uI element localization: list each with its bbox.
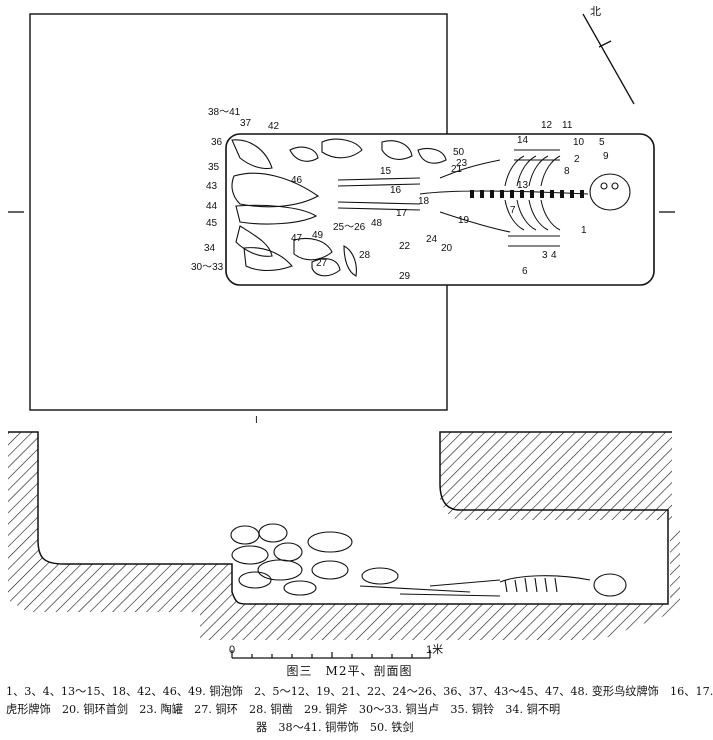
find-label: 13 bbox=[517, 180, 529, 191]
legend-line-1: 1、3、4、13～15、18、42、46、49. 铜泡饰 2、5～12、19、2… bbox=[6, 685, 713, 698]
north-label: 北 bbox=[590, 5, 601, 18]
find-label: 12 bbox=[541, 120, 553, 131]
find-label: 6 bbox=[522, 266, 528, 277]
section-marker: I bbox=[255, 415, 258, 426]
find-label: 28 bbox=[359, 250, 371, 261]
find-label: 24 bbox=[426, 234, 438, 245]
legend-line-3: 器 38～41. 铜带饰 50. 铁剑 bbox=[256, 721, 414, 734]
find-label: 19 bbox=[458, 215, 470, 226]
skeleton-vertebrae bbox=[470, 190, 584, 198]
find-label: 17 bbox=[396, 208, 408, 219]
find-label: 47 bbox=[291, 233, 303, 244]
find-label: 5 bbox=[599, 137, 605, 148]
find-label: 37 bbox=[240, 118, 252, 129]
figure-caption: 图三 M2平、剖面图 bbox=[0, 664, 699, 678]
find-label: 49 bbox=[312, 230, 324, 241]
find-label: 7 bbox=[510, 205, 516, 216]
find-label: 38～41 bbox=[208, 107, 241, 118]
find-label: 10 bbox=[573, 137, 585, 148]
find-label: 36 bbox=[211, 137, 223, 148]
find-label: 2 bbox=[574, 154, 580, 165]
find-label: 27 bbox=[316, 258, 328, 269]
animal-skulls bbox=[231, 138, 447, 277]
find-label: 15 bbox=[380, 166, 392, 177]
find-label: 14 bbox=[517, 135, 529, 146]
tomb-section-profile bbox=[8, 431, 680, 640]
find-label: 20 bbox=[441, 243, 453, 254]
figure-title: 图三 M2平、剖面图 bbox=[286, 664, 413, 678]
scale-end: 1米 bbox=[426, 643, 443, 656]
tomb-plan-section-drawing: 北 I bbox=[8, 5, 680, 659]
find-label: 18 bbox=[418, 196, 430, 207]
find-label: 22 bbox=[399, 241, 411, 252]
burial-chamber-outline bbox=[225, 133, 655, 286]
find-label: 29 bbox=[399, 271, 411, 282]
find-label: 23 bbox=[456, 158, 468, 169]
find-label: 1 bbox=[581, 225, 587, 236]
find-label: 4 bbox=[551, 250, 557, 261]
find-label: 45 bbox=[206, 218, 218, 229]
find-label: 46 bbox=[291, 175, 303, 186]
find-label: 8 bbox=[564, 166, 570, 177]
find-label: 30～33 bbox=[191, 262, 224, 273]
find-label: 48 bbox=[371, 218, 383, 229]
find-label: 25～26 bbox=[333, 222, 366, 233]
find-label: 35 bbox=[208, 162, 220, 173]
find-label: 16 bbox=[390, 185, 402, 196]
skeleton bbox=[337, 149, 631, 247]
find-label: 11 bbox=[562, 120, 573, 131]
skeleton-ribs bbox=[504, 155, 561, 231]
north-arrow-icon: 北 bbox=[582, 5, 635, 105]
find-label: 21 bbox=[451, 164, 463, 175]
find-label: 9 bbox=[603, 151, 609, 162]
find-label: 3 bbox=[542, 250, 548, 261]
find-label: 34 bbox=[204, 243, 216, 254]
find-label: 44 bbox=[206, 201, 218, 212]
find-label: 50 bbox=[453, 147, 465, 158]
figure-legend: 1、3、4、13～15、18、42、46、49. 铜泡饰 2、5～12、19、2… bbox=[6, 683, 713, 737]
find-label: 42 bbox=[268, 121, 280, 132]
legend-line-2: 虎形牌饰 20. 铜环首剑 23. 陶罐 27. 铜环 28. 铜凿 29. 铜… bbox=[6, 703, 561, 716]
scale-bar: 0 1米 bbox=[229, 643, 443, 659]
find-label: 43 bbox=[206, 181, 218, 192]
scale-zero: 0 bbox=[229, 644, 235, 656]
find-labels: 1 2 3 4 5 6 7 8 9 10 11 12 13 14 15 16 1… bbox=[191, 107, 609, 282]
